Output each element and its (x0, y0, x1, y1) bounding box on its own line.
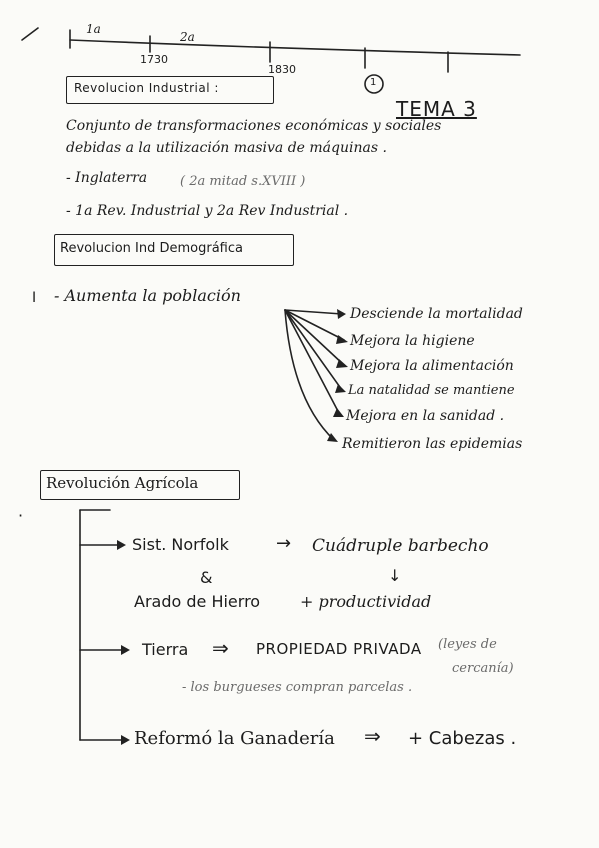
branch-food: Mejora la alimentación (350, 358, 514, 374)
section-marker: I (32, 290, 37, 306)
land: Tierra (142, 640, 189, 659)
circled-mark (364, 74, 384, 94)
timeline-year-1830: 1830 (268, 63, 296, 76)
title-box-demographic (54, 234, 294, 266)
bourgeois-buy-plots: - los burgueses compran parcelas . (182, 680, 413, 695)
more-heads: + Cabezas . (408, 728, 517, 749)
iron-plough: Arado de Hierro (134, 592, 261, 611)
section-marker-agricultural: · (18, 506, 24, 525)
more-productivity: + productividad (300, 592, 432, 611)
livestock-reform: Reformó la Ganadería (134, 728, 335, 749)
enclosure-laws-note-1: (leyes de (438, 637, 497, 652)
timeline-mark-2a: 2a (180, 30, 195, 44)
branch-mortality: Desciende la mortalidad (350, 306, 523, 322)
timeline-year-1730: 1730 (140, 53, 168, 66)
private-property: PROPIEDAD PRIVADA (256, 640, 422, 658)
branch-birthrate: La natalidad se mantiene (348, 383, 515, 398)
norfolk-system: Sist. Norfolk (132, 535, 229, 554)
item-england: - Inglaterra (66, 170, 148, 186)
title-demographic-revolution: Revolucion Ind Demográfica (60, 241, 243, 256)
pen-mark (21, 27, 39, 41)
ampersand: & (200, 568, 213, 587)
branch-health: Mejora en la sanidad . (346, 408, 505, 424)
timeline-mark-1a: 1a (86, 22, 101, 36)
topic-number: TEMA 3 (396, 97, 477, 121)
item-england-note: ( 2a mitad s.XVIII ) (180, 174, 306, 189)
item-first-second-revolution: - 1a Rev. Industrial y 2a Rev Industrial… (66, 203, 349, 219)
arrow-right-icon: → (276, 533, 292, 554)
title-box-agricultural (40, 470, 240, 500)
population-increase: - Aumenta la población (54, 286, 241, 305)
circled-number: 1 (370, 77, 377, 88)
branch-hygiene: Mejora la higiene (350, 333, 475, 349)
double-arrow-icon: ⇒ (212, 636, 229, 660)
double-arrow-icon-2: ⇒ (364, 724, 381, 748)
definition-line-1: Conjunto de transformaciones económicas … (66, 118, 442, 134)
definition-line-2: debidas a la utilización masiva de máqui… (66, 140, 387, 156)
arrow-down-icon: ↓ (388, 566, 402, 585)
enclosure-laws-note-2: cercanía) (452, 661, 514, 676)
title-industrial-revolution: Revolucion Industrial : (74, 81, 219, 95)
branch-epidemics: Remitieron las epidemias (342, 436, 523, 452)
quadruple-fallow: Cuádruple barbecho (312, 536, 489, 556)
timeline-line (69, 39, 521, 56)
title-agricultural-revolution: Revolución Agrícola (46, 474, 199, 492)
title-box-industrial (66, 76, 274, 104)
